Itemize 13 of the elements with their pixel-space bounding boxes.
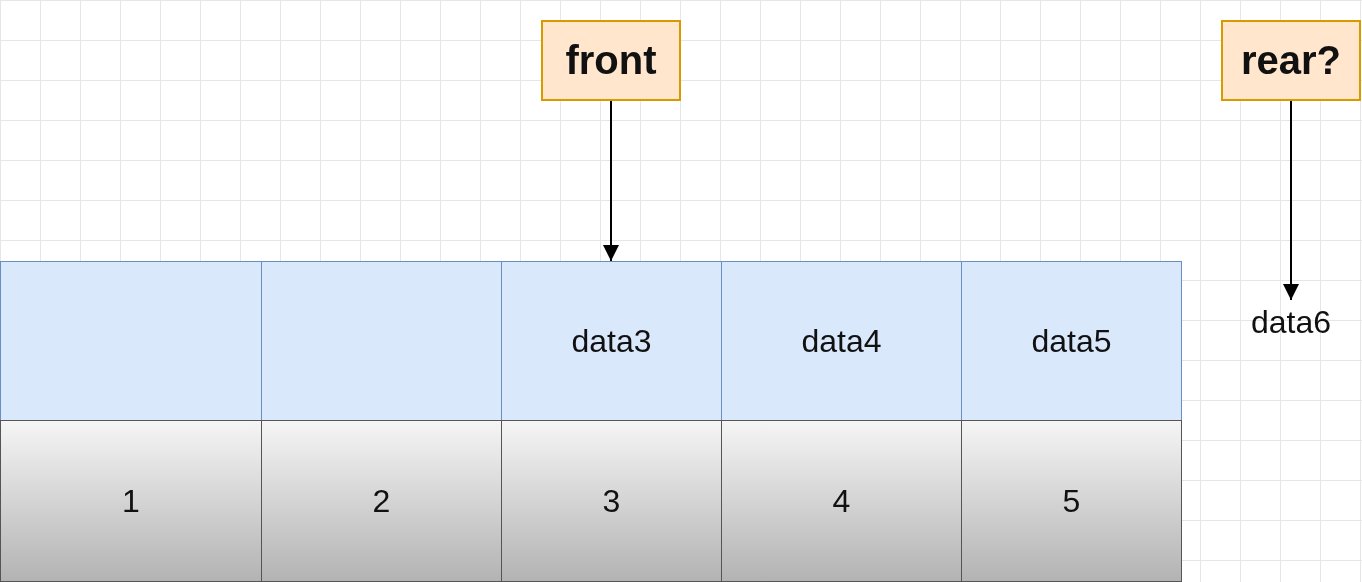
array-cell: data5	[961, 261, 1182, 421]
array-cell: data3	[501, 261, 722, 421]
index-cell: 3	[501, 420, 722, 582]
arrow	[603, 100, 619, 262]
index-cell: 4	[721, 420, 962, 582]
index-cell: 1	[0, 420, 262, 582]
data-label: data6	[1231, 300, 1351, 344]
pointer-label-box: rear?	[1221, 20, 1361, 101]
index-cell: 5	[961, 420, 1182, 582]
index-cell: 2	[261, 420, 502, 582]
array-cell: data4	[721, 261, 962, 421]
pointer-label-box: front	[541, 20, 681, 101]
arrow	[1283, 100, 1299, 301]
